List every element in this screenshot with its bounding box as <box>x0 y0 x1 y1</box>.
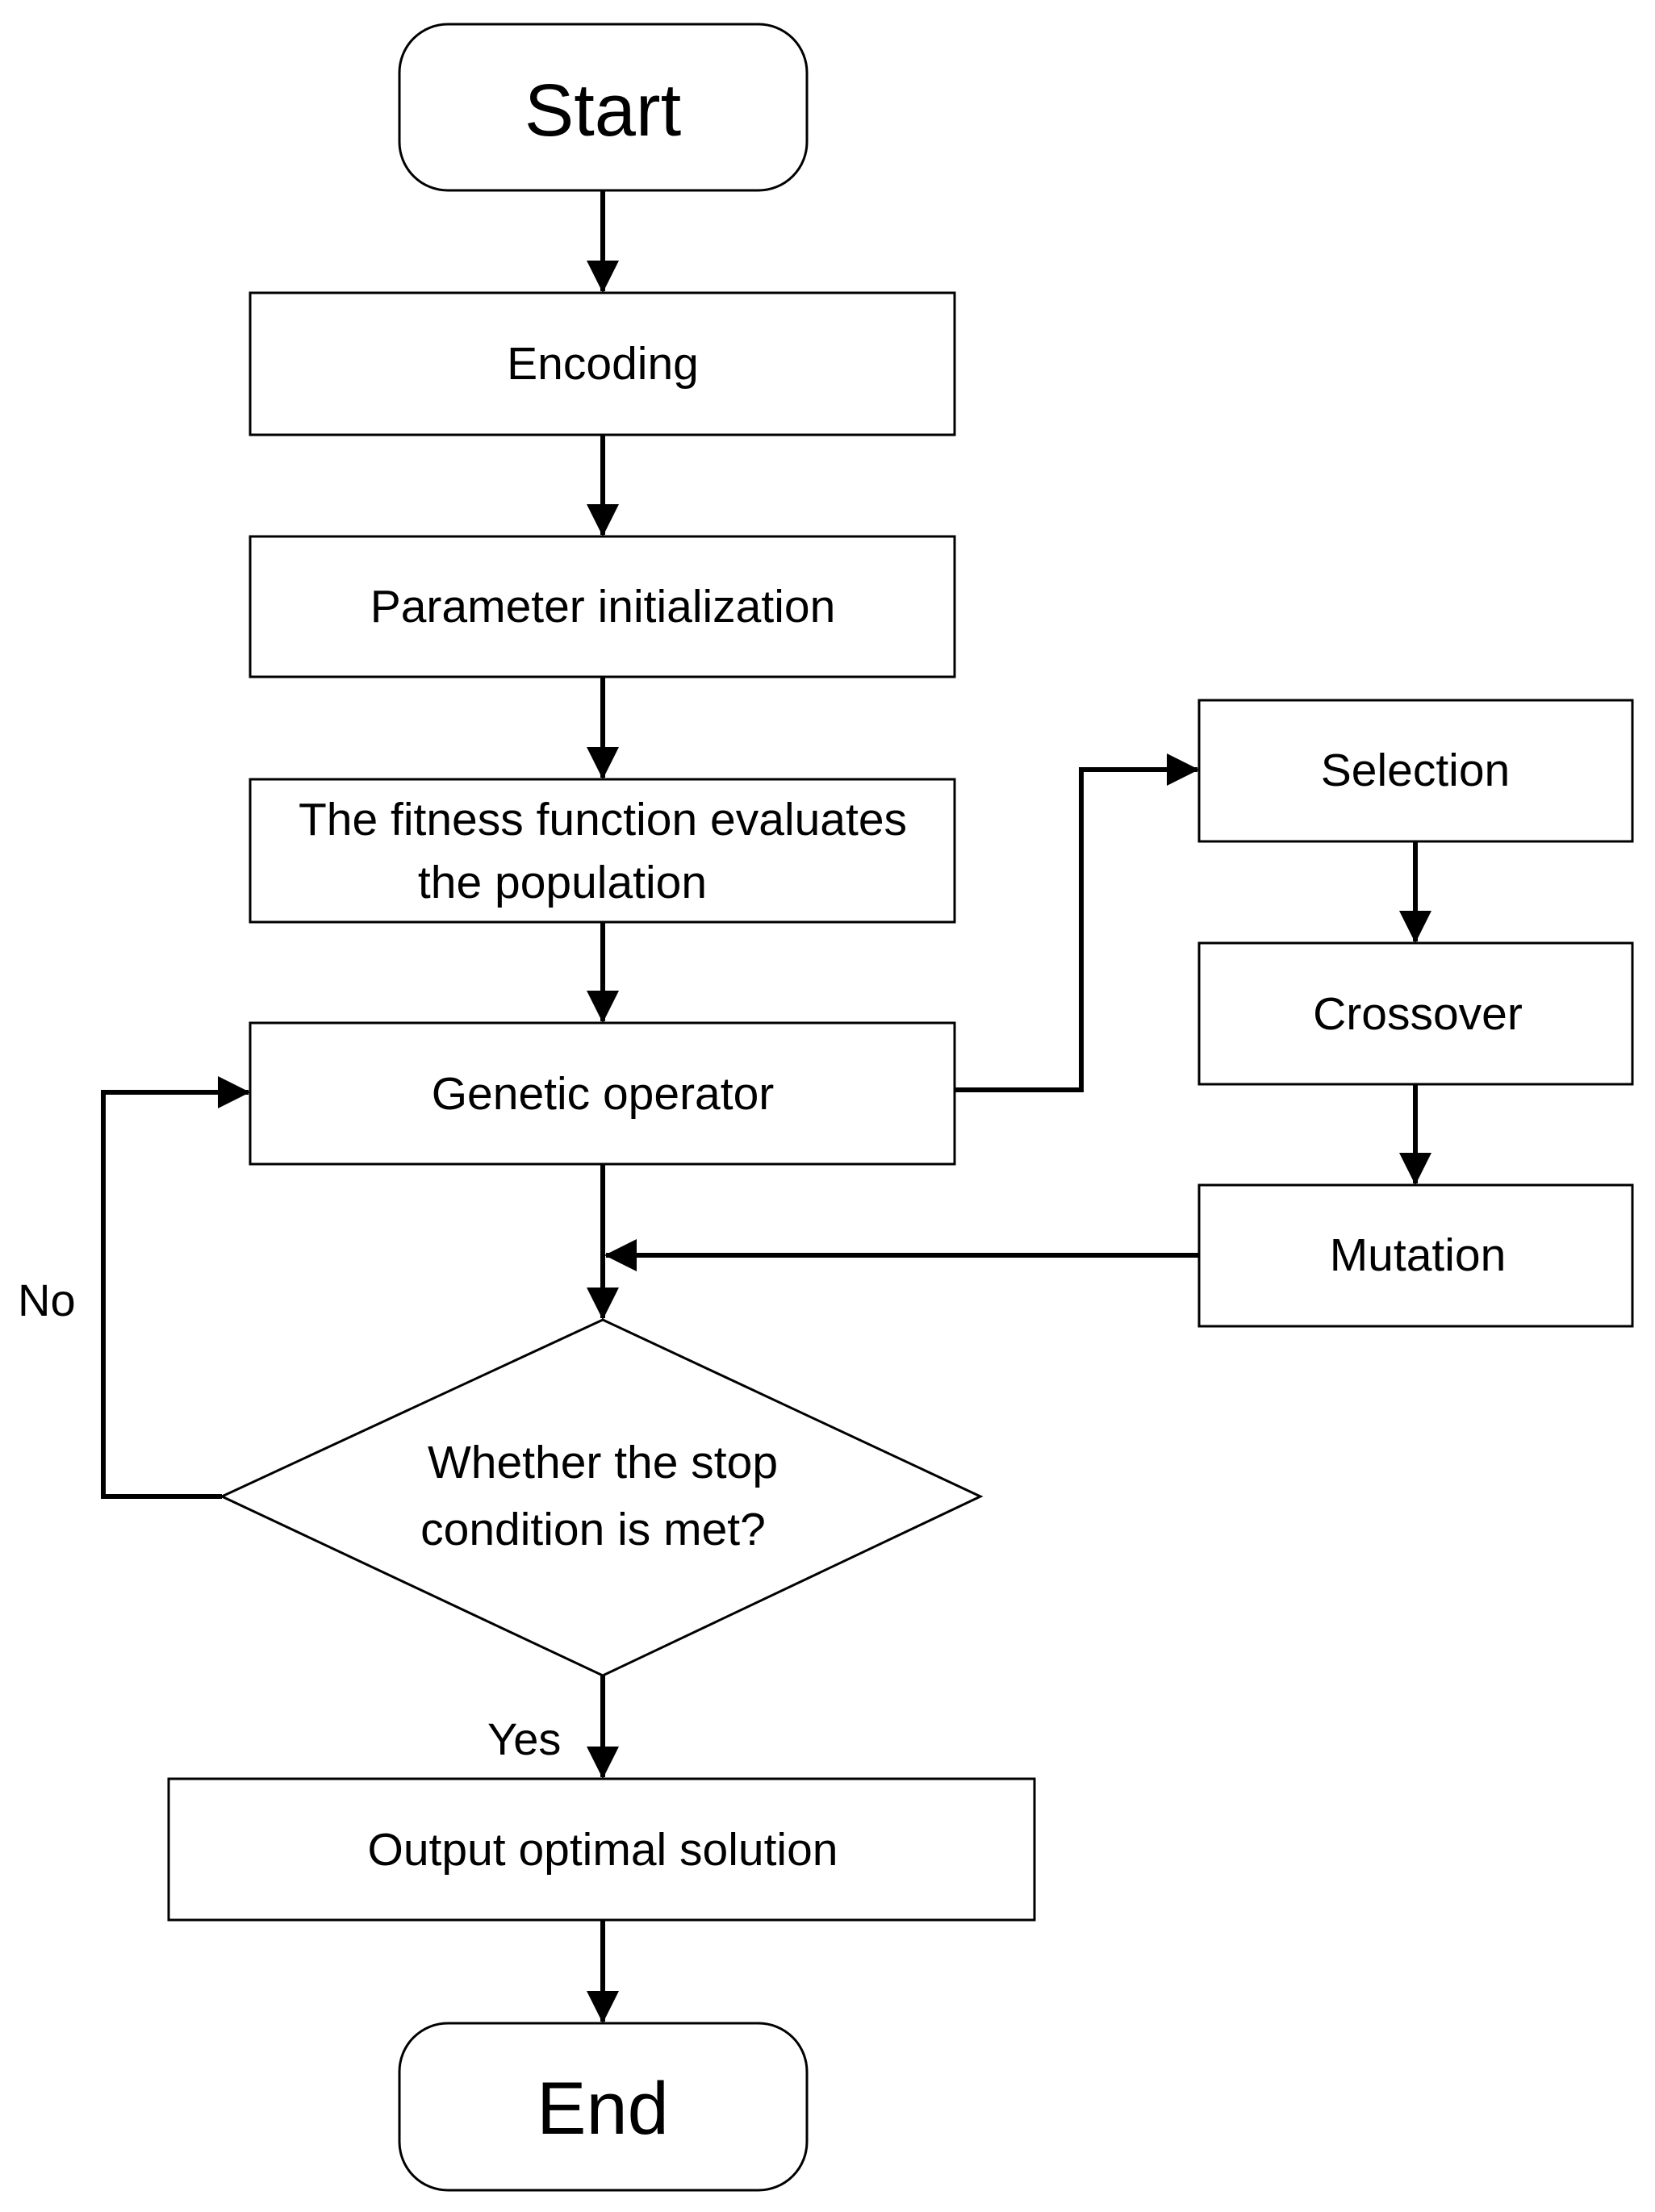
start-label: Start <box>525 69 681 152</box>
selection-node: Selection <box>1197 699 1634 843</box>
genetic-operator-node: Genetic operator <box>249 1021 956 1166</box>
decision-label-line2: condition is met? <box>420 1504 766 1555</box>
genetic-operator-label: Genetic operator <box>432 1068 775 1120</box>
output-label: Output optimal solution <box>368 1824 838 1876</box>
decision-label-line1: Whether the stop <box>428 1437 778 1488</box>
arrow-no-loop <box>101 1076 250 1499</box>
end-node: End <box>398 2022 809 2192</box>
encoding-label: Encoding <box>507 338 699 390</box>
end-label: End <box>537 2068 669 2150</box>
yes-label: Yes <box>487 1713 561 1764</box>
crossover-node: Crossover <box>1197 941 1634 1086</box>
start-node: Start <box>398 23 809 192</box>
arrow-genetic-to-selection <box>955 753 1199 1092</box>
mutation-node: Mutation <box>1197 1183 1634 1328</box>
no-label: No <box>18 1275 76 1325</box>
fitness-node: The fitness function evaluates the popul… <box>249 778 956 924</box>
stop-condition-decision: Whether the stop condition is met? <box>219 1318 984 1677</box>
fitness-label-line2: the population <box>418 857 707 908</box>
encoding-node: Encoding <box>249 291 956 436</box>
mutation-label: Mutation <box>1330 1229 1507 1281</box>
crossover-label: Crossover <box>1313 988 1523 1040</box>
param-init-node: Parameter initialization <box>249 535 956 678</box>
fitness-label-line1: The fitness function evaluates <box>299 794 907 845</box>
output-node: Output optimal solution <box>167 1777 1036 1922</box>
selection-label: Selection <box>1321 745 1511 796</box>
param-init-label: Parameter initialization <box>370 581 836 632</box>
